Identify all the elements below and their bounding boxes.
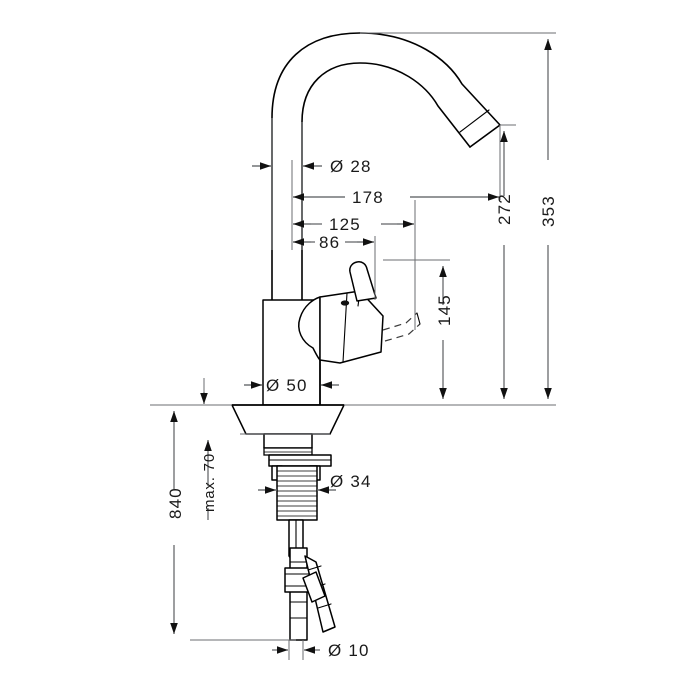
dim-label-reach-mid: 125 (329, 215, 361, 234)
dim-height-overall: 353 (539, 39, 558, 399)
dim-body-diameter: Ø 50 (244, 376, 339, 395)
dim-reach-short: 86 (293, 233, 374, 252)
hose-connector-fittings (284, 547, 336, 641)
dim-hose-diameter: Ø 10 (272, 641, 370, 660)
mounting-base-flange (231, 404, 345, 435)
dim-label-hose-length: 840 (166, 487, 185, 519)
dim-counter-thickness: max. 70 (201, 440, 218, 520)
dim-label-body-diameter: Ø 50 (266, 376, 308, 395)
dim-label-counter-thickness: max. 70 (201, 453, 218, 512)
dim-label-height-handle: 145 (435, 294, 454, 326)
dim-label-hose-diameter: Ø 10 (328, 641, 370, 660)
dim-shank-diameter: Ø 34 (258, 472, 372, 494)
sealing-collar (263, 433, 313, 456)
dim-height-spout-outlet: 272 (495, 131, 514, 399)
single-lever-handle (298, 261, 421, 364)
dim-height-handle: 145 (435, 266, 454, 399)
handle-swing-dashed-outline (382, 312, 421, 342)
dim-label-spout-diameter: Ø 28 (330, 157, 372, 176)
dim-label-height-spout-outlet: 272 (495, 193, 514, 225)
dim-reach-mid: 125 (293, 215, 414, 234)
threaded-mounting-shank (276, 465, 318, 521)
dim-label-reach-short: 86 (319, 233, 340, 252)
curved-gooseneck-spout (271, 32, 501, 301)
dim-label-height-overall: 353 (539, 195, 558, 227)
dim-label-reach-total: 178 (352, 188, 384, 207)
dim-reach-total: 178 (293, 188, 499, 207)
dim-hose-length: 840 (166, 411, 185, 634)
dim-label-shank-diameter: Ø 34 (330, 472, 372, 491)
dim-spout-diameter: Ø 28 (252, 157, 372, 176)
